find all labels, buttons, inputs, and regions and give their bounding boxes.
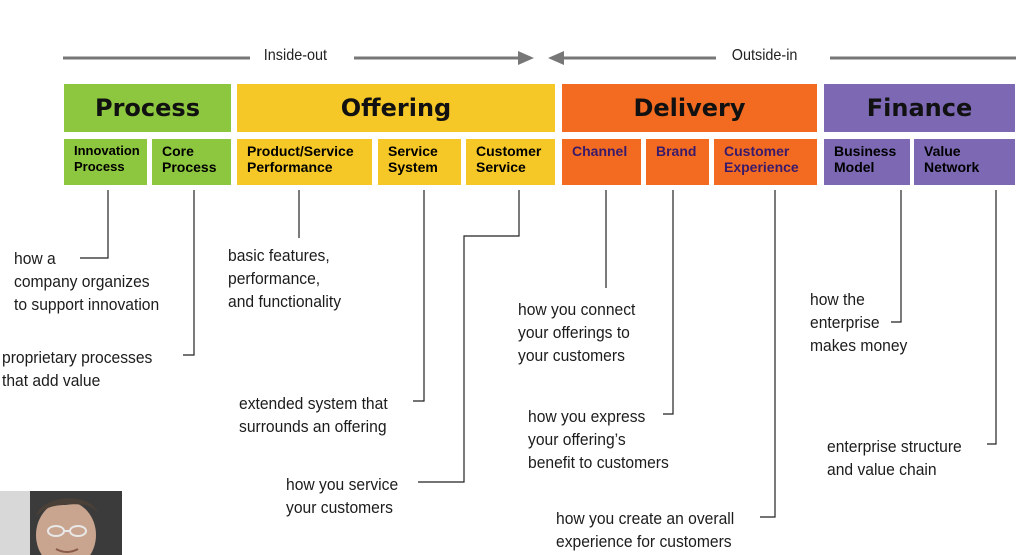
sub-label-line1: Channel [572,143,628,159]
desc-service-system: extended system that surrounds an offeri… [239,392,388,438]
desc-line: company organizes [14,272,150,291]
connector-value-network [987,190,997,445]
sub-label-line1: Value [924,143,961,159]
desc-line: surrounds an offering [239,417,387,436]
desc-line: and functionality [228,292,342,311]
sub-value-network: Value Network [914,139,1015,185]
sub-business-model: Business Model [824,139,910,185]
desc-customer-experience: how you create an overall experience for… [556,507,734,553]
sub-label-line1: Innovation [74,143,140,158]
connector-core-process [183,190,195,356]
person-photo-icon [0,491,122,555]
sub-label-line2: Experience [724,159,799,175]
sub-brand: Brand [646,139,709,185]
category-offering: Offering [237,84,555,132]
sub-channel: Channel [562,139,641,185]
desc-line: your offering’s [528,430,626,449]
desc-line: performance, [228,269,321,288]
desc-line: enterprise structure [827,437,962,456]
sub-label-line2: Model [834,159,875,175]
desc-line: how the [810,290,865,309]
desc-line: proprietary processes [2,348,153,367]
sub-service-system: Service System [378,139,461,185]
desc-core-process: proprietary processes that add value [2,346,152,392]
desc-line: how you create an overall [556,509,735,528]
desc-line: makes money [810,336,908,355]
desc-line: how you express [528,407,646,426]
sub-label-line2: Process [74,159,125,174]
sub-core-process: Core Process [152,139,231,185]
desc-line: your customers [286,498,393,517]
sub-customer-service: Customer Service [466,139,555,185]
person-photo [0,491,122,555]
desc-customer-service: how you service your customers [286,473,398,519]
sub-label-line2: Performance [247,159,333,175]
sub-label-line1: Brand [656,143,697,159]
desc-line: your customers [518,346,625,365]
sub-label-line2: Service [476,159,526,175]
sub-label-line1: Product/Service [247,143,354,159]
desc-line: benefit to customers [528,453,669,472]
desc-line: that add value [2,371,101,390]
category-process: Process [64,84,231,132]
desc-product-performance: basic features, performance, and functio… [228,244,341,313]
desc-line: how a [14,249,56,268]
desc-line: how you service [286,475,399,494]
inside-out-label: Inside-out [262,47,329,65]
connector-brand [663,190,674,415]
connector-customer-service [418,190,520,483]
connector-service-system [413,190,425,402]
desc-line: to support innovation [14,295,160,314]
sub-product-service-performance: Product/Service Performance [237,139,372,185]
desc-business-model: how the enterprise makes money [810,288,907,357]
desc-line: enterprise [810,313,880,332]
desc-brand: how you express your offering’s benefit … [528,405,669,474]
sub-label-line2: Network [924,159,980,175]
desc-value-network: enterprise structure and value chain [827,435,962,481]
sub-label-line1: Customer [476,143,542,159]
sub-label-line1: Core [162,143,194,159]
sub-innovation-process: Innovation Process [64,139,147,185]
sub-customer-experience: Customer Experience [714,139,817,185]
desc-line: how you connect [518,300,636,319]
desc-line: extended system that [239,394,388,413]
category-finance: Finance [824,84,1015,132]
sub-label-line1: Business [834,143,897,159]
desc-channel: how you connect your offerings to your c… [518,298,635,367]
sub-label-line2: System [388,159,438,175]
sub-label-line1: Service [388,143,438,159]
desc-line: your offerings to [518,323,630,342]
sub-label-line2: Process [162,159,217,175]
desc-innovation-process: how a company organizes to support innov… [14,247,159,316]
desc-line: and value chain [827,460,937,479]
connector-customer-experience [760,190,776,518]
sub-label-line1: Customer [724,143,790,159]
desc-line: experience for customers [556,532,732,551]
outside-in-label: Outside-in [730,47,800,65]
category-delivery: Delivery [562,84,817,132]
desc-line: basic features, [228,246,330,265]
